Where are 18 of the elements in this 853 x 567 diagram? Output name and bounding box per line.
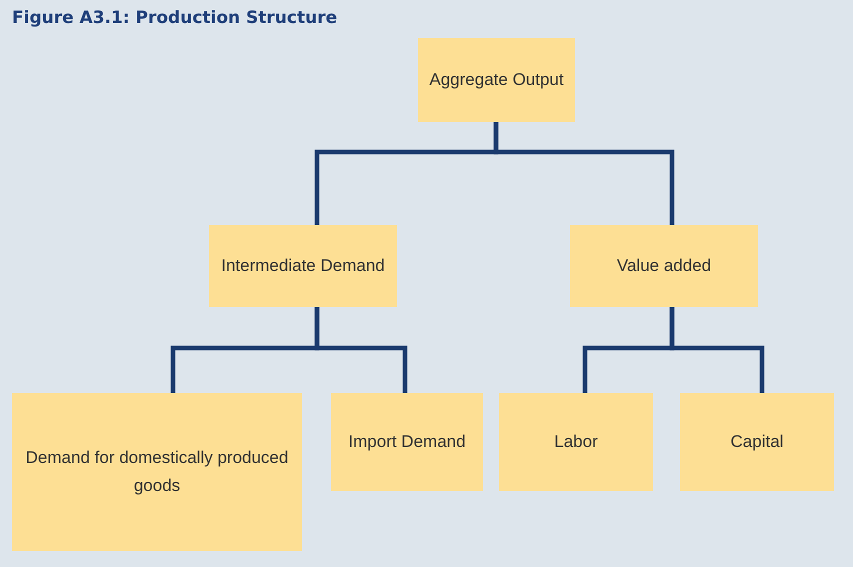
figure-title: Figure A3.1: Production Structure (12, 8, 338, 28)
box-label: Import Demand (348, 431, 466, 453)
tree-connector (314, 307, 408, 393)
box-label: Aggregate Output (429, 69, 564, 91)
category-box (418, 38, 575, 122)
category-box (570, 225, 758, 307)
box-label: Capital (730, 431, 784, 453)
tree-connector (494, 122, 674, 225)
category-box (680, 393, 834, 491)
box-label: Intermediate Demand (221, 255, 385, 277)
box-label: Demand for domestically produced goods (24, 447, 290, 497)
category-box (209, 225, 397, 307)
category-box (12, 393, 302, 551)
box-label: Labor (554, 431, 598, 453)
category-box (499, 393, 653, 491)
tree-connector (670, 307, 764, 393)
category-box (331, 393, 483, 491)
box-label: Value added (616, 255, 712, 277)
